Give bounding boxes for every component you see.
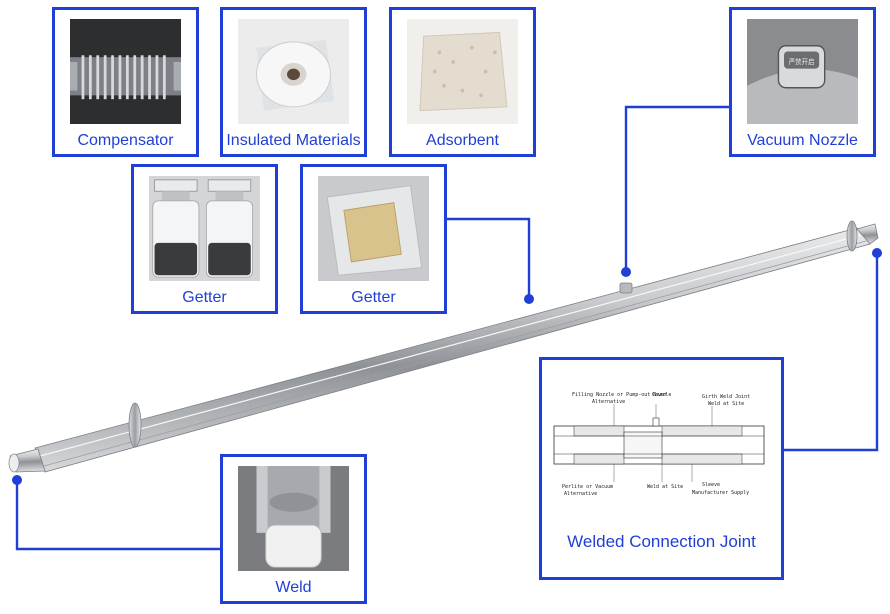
getter-bag-photo bbox=[318, 176, 429, 281]
label-sleeve: Sleeve bbox=[702, 482, 720, 488]
leader-dot-welded-joint bbox=[872, 248, 882, 258]
vacuum-nozzle-cap-text: 严禁开启 bbox=[789, 57, 815, 66]
leader-dot-weld bbox=[12, 475, 22, 485]
label-cover: Cover bbox=[652, 392, 667, 398]
vacuum-nozzle-photo: 严禁开启 bbox=[747, 19, 858, 124]
leader-dot-getter bbox=[524, 294, 534, 304]
welded-joint-schematic: Filling Nozzle or Pump-out Nozzle Cover … bbox=[553, 392, 765, 497]
getter-vials-card: Getter bbox=[131, 164, 278, 314]
vacuum-jacketed-pipe bbox=[8, 220, 879, 473]
insulated-materials-label: Insulated Materials bbox=[226, 132, 361, 149]
adsorbent-label: Adsorbent bbox=[426, 132, 499, 149]
welded-connection-joint-card: Filling Nozzle or Pump-out Nozzle Cover … bbox=[539, 357, 784, 580]
flange bbox=[128, 402, 142, 448]
adsorbent-card: Adsorbent bbox=[389, 7, 536, 157]
leader-weld bbox=[15, 480, 221, 551]
weld-end-cap bbox=[8, 453, 20, 473]
label-girth-weld: Girth Weld Joint bbox=[702, 394, 750, 400]
leader-getter bbox=[447, 217, 531, 299]
weld-label: Weld bbox=[275, 579, 312, 596]
leader-vacuum-nozzle bbox=[624, 105, 730, 272]
leader-dot-vacuum-nozzle bbox=[621, 267, 631, 277]
compensator-label: Compensator bbox=[77, 132, 174, 149]
getter-bag-label: Getter bbox=[351, 289, 396, 306]
insulated-materials-card: Insulated Materials bbox=[220, 7, 367, 157]
getter-bag-card: Getter bbox=[300, 164, 447, 314]
getter-vials-label: Getter bbox=[182, 289, 227, 306]
label-weld-at-site-top: Weld at Site bbox=[708, 401, 744, 407]
vacuum-nozzle-card: 严禁开启 Vacuum Nozzle bbox=[729, 7, 876, 157]
compensator-card: Compensator bbox=[52, 7, 199, 157]
label-manufacturer-supply: Manufacturer Supply bbox=[692, 490, 749, 496]
label-weld-at-site-bottom: Weld at Site bbox=[647, 484, 683, 490]
getter-vials-photo bbox=[149, 176, 260, 281]
label-alternative-bottom: Alternative bbox=[564, 491, 597, 497]
welded-connection-joint-label: Welded Connection Joint bbox=[567, 532, 756, 551]
insulated-materials-photo bbox=[238, 19, 349, 124]
vacuum-nozzle-label: Vacuum Nozzle bbox=[747, 132, 858, 149]
label-perlite: Perlite or Vacuum bbox=[562, 484, 613, 490]
vial bbox=[152, 179, 200, 278]
leader-welded-joint bbox=[784, 253, 879, 452]
label-alternative-top: Alternative bbox=[592, 399, 625, 405]
adsorbent-photo bbox=[407, 19, 518, 124]
label-filling-nozzle: Filling Nozzle or Pump-out Nozzle bbox=[572, 392, 671, 398]
weld-card: Weld bbox=[220, 454, 367, 604]
weld-photo bbox=[238, 466, 349, 571]
vacuum-nozzle-stub bbox=[619, 282, 633, 294]
compensator-photo bbox=[70, 19, 181, 124]
